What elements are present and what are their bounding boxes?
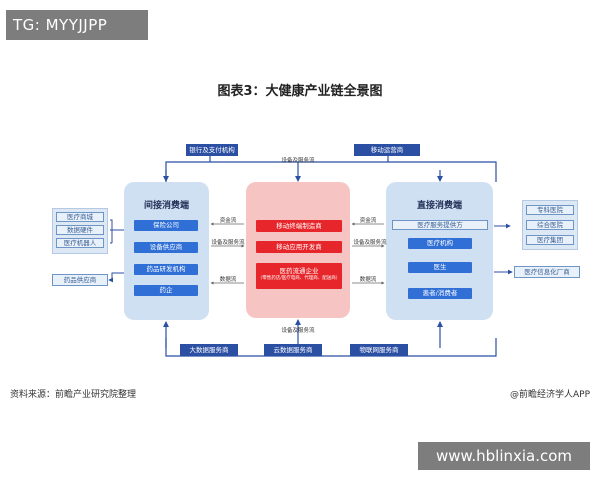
data-flow-right: 数据流 — [359, 277, 377, 283]
drug-supplier-box: 药品供应商 — [52, 274, 108, 286]
watermark-top: TG: MYYJJPP — [6, 10, 148, 40]
mobile-terminal-box: 移动终端制造商 — [256, 220, 342, 232]
drug-rnd-box: 药品研发机构 — [134, 264, 198, 275]
insurance-box: 保险公司 — [134, 220, 198, 231]
cash-flow-right: 资金流 — [359, 218, 377, 224]
brand-note: @前瞻经济学人APP — [509, 390, 590, 400]
top-frame-line — [165, 161, 497, 182]
medical-provider-box: 医疗服务提供方 — [392, 220, 488, 230]
data-hardware-box: 数据硬件 — [56, 225, 104, 235]
specialty-hospital-box: 专科医院 — [526, 205, 574, 215]
watermark-bottom: www.hblinxia.com — [418, 442, 590, 470]
top-flow-label: 设备及服务流 — [281, 158, 315, 164]
bank-payment-box: 银行及支付机构 — [186, 144, 238, 156]
medical-mall-box: 医疗商城 — [56, 212, 104, 222]
bigdata-box: 大数据服务商 — [180, 344, 238, 356]
direct-consumer-panel: 直接消费端 — [386, 182, 493, 320]
medical-it-vendor-box: 医疗信息化厂商 — [514, 266, 580, 278]
direct-consumer-title: 直接消费端 — [416, 201, 462, 211]
source-note: 资料来源：前瞻产业研究院整理 — [10, 390, 137, 400]
cash-flow-left: 资金流 — [219, 218, 237, 224]
bottom-flow-label: 设备及服务流 — [281, 328, 315, 334]
pharma-distribution-note: （零售药店/医疗电商、代理商、配送商） — [257, 276, 341, 281]
indirect-consumer-title: 间接消费端 — [143, 201, 189, 211]
equip-flow-left: 设备及服务流 — [211, 240, 245, 246]
medical-group-box: 医疗集团 — [526, 235, 574, 245]
pharma-distribution-box: 医药流通企业 （零售药店/医疗电商、代理商、配送商） — [256, 263, 342, 289]
pharma-company-box: 药企 — [134, 285, 198, 296]
iot-box: 物联网服务商 — [350, 344, 408, 356]
medical-institution-box: 医疗机构 — [408, 238, 472, 249]
medical-robot-box: 医疗机器人 — [56, 238, 104, 248]
data-flow-left: 数据流 — [219, 277, 237, 283]
mobile-operator-box: 移动运营商 — [354, 144, 420, 156]
equip-flow-right: 设备及服务流 — [353, 240, 387, 246]
mobile-app-box: 移动应用开发商 — [256, 241, 342, 253]
equipment-supplier-box: 设备供应商 — [134, 242, 198, 253]
general-hospital-box: 综合医院 — [526, 220, 574, 230]
patient-box: 患者/消费者 — [408, 288, 472, 299]
pharma-distribution-label: 医药流通企业 — [279, 267, 319, 275]
cloud-data-box: 云数据服务商 — [264, 344, 322, 356]
chart-title: 图表3：大健康产业链全景图 — [217, 84, 383, 99]
doctor-box: 医生 — [408, 262, 472, 273]
